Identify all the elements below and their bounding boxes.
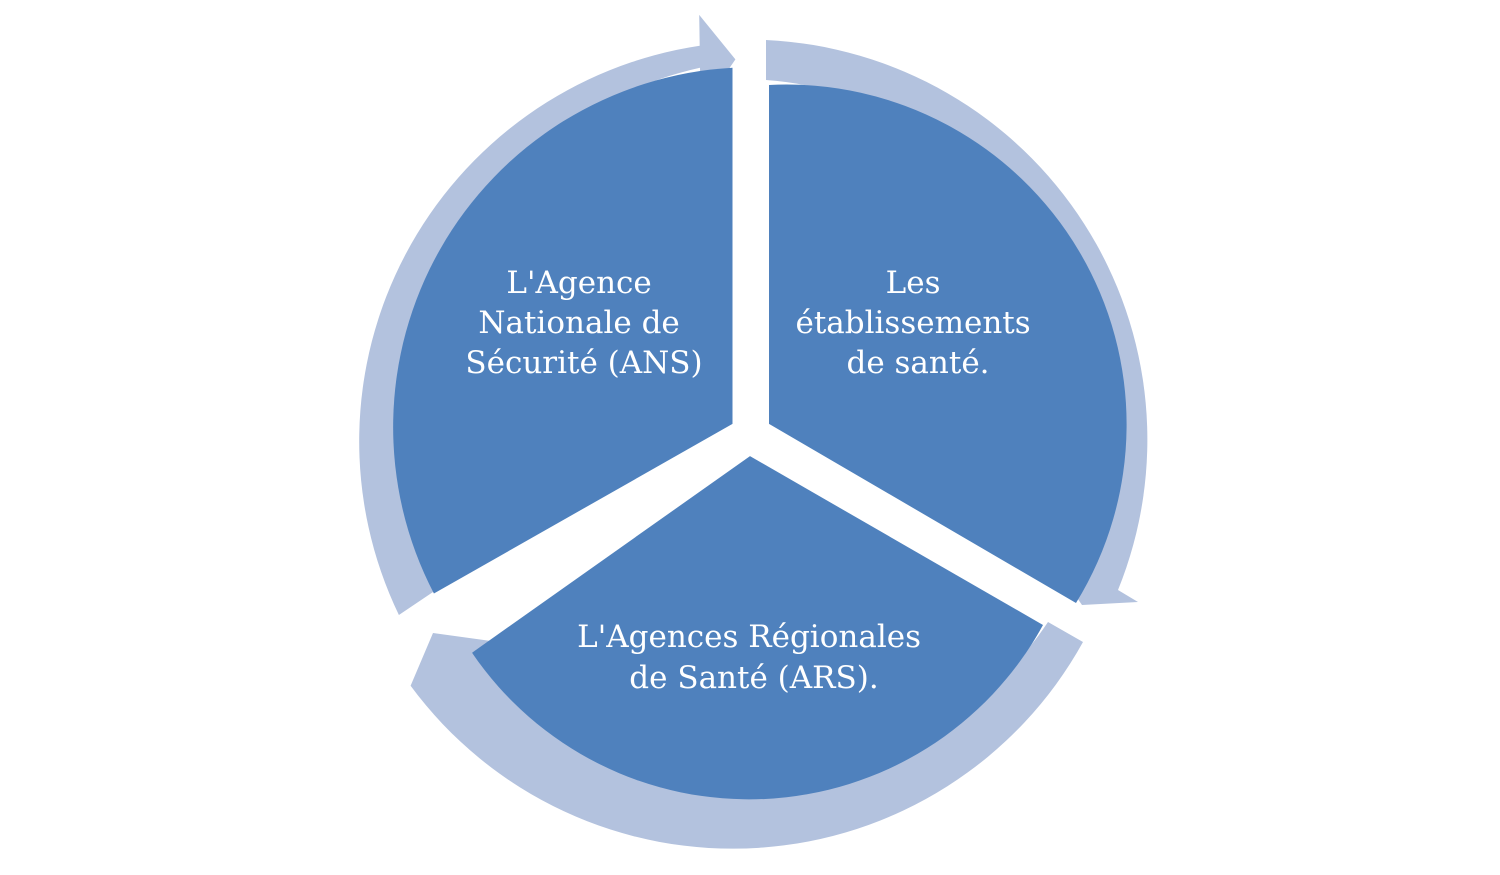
label-ars: L'Agences Régionales de Santé (ARS).: [577, 619, 931, 696]
label-ans-line-3: Sécurité (ANS): [465, 345, 702, 381]
label-etablissements: Les établissements de santé.: [795, 265, 1040, 381]
cycle-segments: [393, 67, 1127, 800]
label-ans-line-1: L'Agence: [506, 265, 651, 301]
label-etablissements-line-3: de santé.: [846, 345, 989, 381]
label-etablissements-line-2: établissements: [795, 305, 1030, 341]
label-ans: L'Agence Nationale de Sécurité (ANS): [465, 265, 702, 381]
label-ans-line-2: Nationale de: [478, 305, 679, 341]
label-ars-line-2: de Santé (ARS).: [629, 660, 878, 696]
arrow-ars-to-ans: [410, 622, 1084, 849]
segment-etablissements: [769, 84, 1127, 604]
label-etablissements-line-1: Les: [886, 265, 941, 301]
arrow-etablissements-to-ars: [766, 40, 1148, 605]
segment-ans: [393, 67, 733, 594]
segment-ars: [472, 456, 1043, 800]
label-ars-line-1: L'Agences Régionales: [577, 619, 921, 655]
